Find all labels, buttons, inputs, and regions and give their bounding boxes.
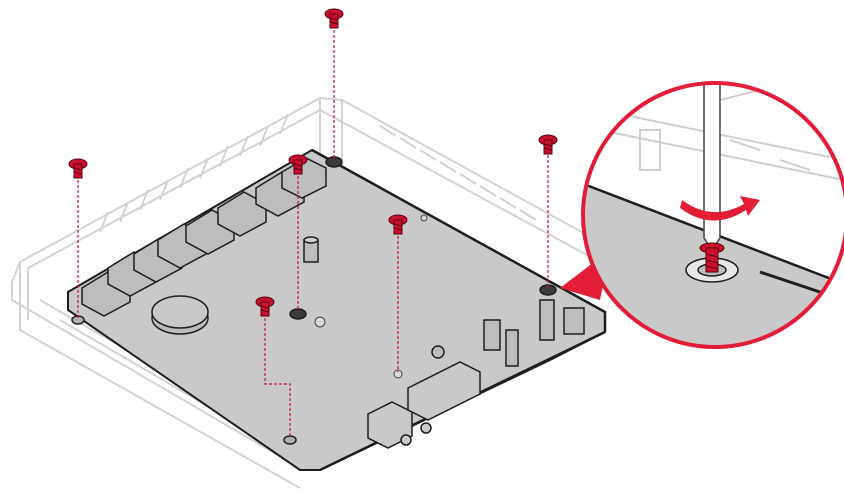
board-hole — [393, 369, 403, 379]
front-connectors — [367, 299, 585, 449]
screw-icon — [324, 8, 344, 29]
rotate-arrow-icon — [680, 196, 760, 221]
screwdriver-icon — [703, 83, 721, 252]
motherboard — [67, 148, 607, 472]
guide-line — [264, 318, 291, 438]
screws — [68, 8, 558, 317]
standoff-post — [303, 236, 319, 263]
screw-icon — [255, 296, 275, 317]
screw-icon — [68, 158, 88, 179]
motherboard-board — [67, 148, 606, 471]
screw-icon — [288, 154, 308, 175]
rear-io-ports — [81, 157, 327, 317]
cmos-battery — [151, 295, 209, 335]
guide-lines — [77, 30, 549, 438]
board-hole — [314, 316, 326, 328]
screw-holes — [71, 156, 557, 445]
board-hole — [420, 214, 428, 222]
zoom-detail — [581, 81, 844, 349]
zoom-ring — [581, 81, 844, 349]
screw-icon — [388, 214, 408, 235]
screw-icon — [538, 134, 558, 155]
screw-icon — [699, 242, 725, 273]
